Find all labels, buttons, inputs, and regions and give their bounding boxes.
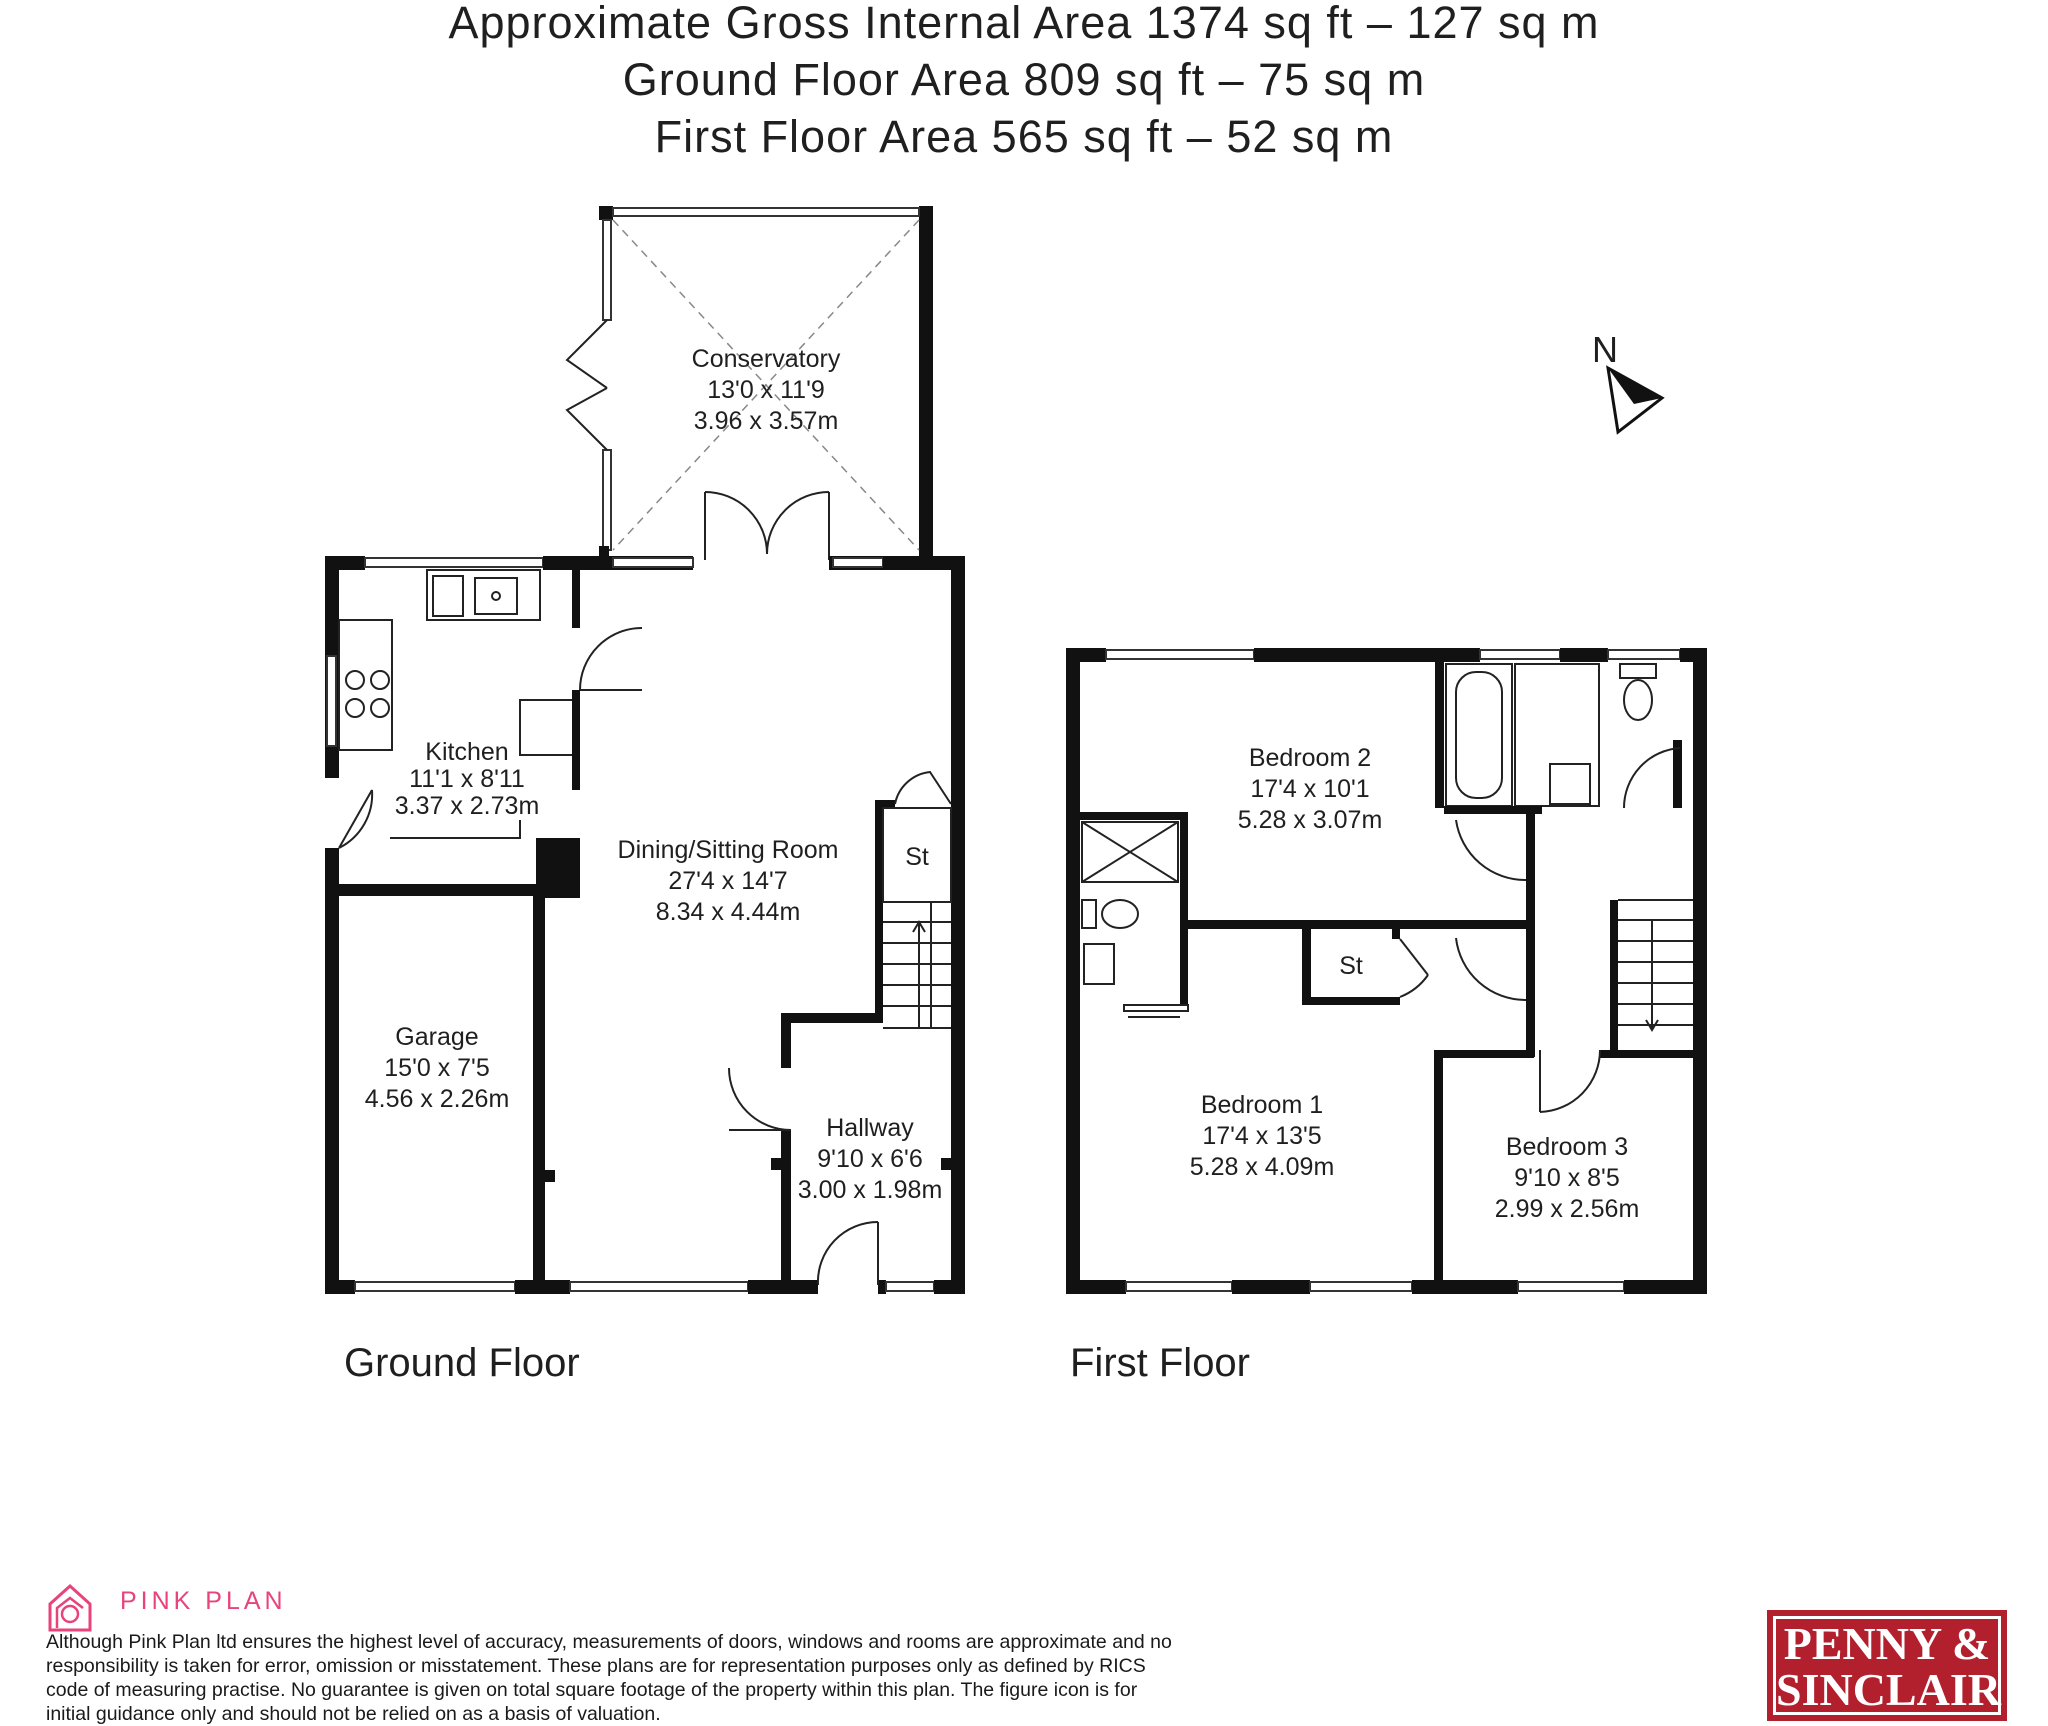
- kitchen-imperial: 11'1 x 8'11: [409, 765, 525, 793]
- first-floor-label: First Floor: [1070, 1341, 1250, 1385]
- bedroom3-imperial: 9'10 x 8'5: [1514, 1164, 1619, 1192]
- bedroom1-imperial: 17'4 x 13'5: [1202, 1122, 1321, 1150]
- dining-room-name: Dining/Sitting Room: [618, 836, 839, 864]
- conservatory-metric: 3.96 x 3.57m: [694, 407, 839, 435]
- garage-imperial: 15'0 x 7'5: [384, 1054, 489, 1082]
- hallway-imperial: 9'10 x 6'6: [817, 1145, 922, 1173]
- ground-floor-area-title: Ground Floor Area 809 sq ft – 75 sq m: [623, 54, 1425, 105]
- pink-plan-brand: PINK PLAN: [120, 1587, 287, 1615]
- conservatory-imperial: 13'0 x 11'9: [707, 376, 825, 404]
- pink-plan-logo-icon: [48, 1583, 92, 1632]
- agent-name-line1: PENNY &: [1783, 1618, 1991, 1669]
- bedroom2-imperial: 17'4 x 10'1: [1250, 775, 1369, 803]
- garage-metric: 4.56 x 2.26m: [365, 1085, 510, 1113]
- bedroom1-metric: 5.28 x 4.09m: [1190, 1153, 1335, 1181]
- bedroom3-name: Bedroom 3: [1506, 1133, 1628, 1161]
- conservatory-name: Conservatory: [692, 345, 841, 373]
- bedroom2-metric: 5.28 x 3.07m: [1238, 806, 1383, 834]
- disclaimer-text: Although Pink Plan ltd ensures the highe…: [46, 1631, 1172, 1725]
- kitchen-name: Kitchen: [425, 738, 508, 766]
- hallway-name: Hallway: [826, 1114, 914, 1142]
- gross-area-title: Approximate Gross Internal Area 1374 sq …: [448, 0, 1599, 48]
- bedroom3-metric: 2.99 x 2.56m: [1495, 1195, 1640, 1223]
- bedroom1-name: Bedroom 1: [1201, 1091, 1323, 1119]
- north-label: N: [1592, 329, 1618, 370]
- ground-floor-plan: [325, 206, 965, 1294]
- ground-floor-label: Ground Floor: [344, 1341, 580, 1385]
- garage-name: Garage: [395, 1023, 478, 1051]
- ground-stairs: [883, 901, 951, 1029]
- kitchen-metric: 3.37 x 2.73m: [395, 792, 540, 820]
- conservatory-room: [565, 206, 933, 561]
- agent-name-line2: SINCLAIR: [1776, 1664, 2001, 1715]
- dining-room-metric: 8.34 x 4.44m: [656, 898, 801, 926]
- bedroom2-name: Bedroom 2: [1249, 744, 1371, 772]
- penny-sinclair-logo-inner: PENNY & SINCLAIR: [1773, 1616, 2001, 1715]
- penny-sinclair-logo: PENNY & SINCLAIR: [1767, 1610, 2007, 1721]
- first-floor-stairs: [1618, 899, 1693, 1032]
- hallway-metric: 3.00 x 1.98m: [798, 1176, 943, 1204]
- ground-store-label: St: [905, 843, 929, 871]
- north-compass-icon: N: [1592, 329, 1665, 435]
- first-store-label: St: [1339, 952, 1363, 980]
- kitchen-room: [338, 569, 643, 898]
- first-floor-area-title: First Floor Area 565 sq ft – 52 sq m: [655, 111, 1394, 162]
- dining-room-imperial: 27'4 x 14'7: [668, 867, 787, 895]
- first-floor-plan: [1066, 648, 1707, 1294]
